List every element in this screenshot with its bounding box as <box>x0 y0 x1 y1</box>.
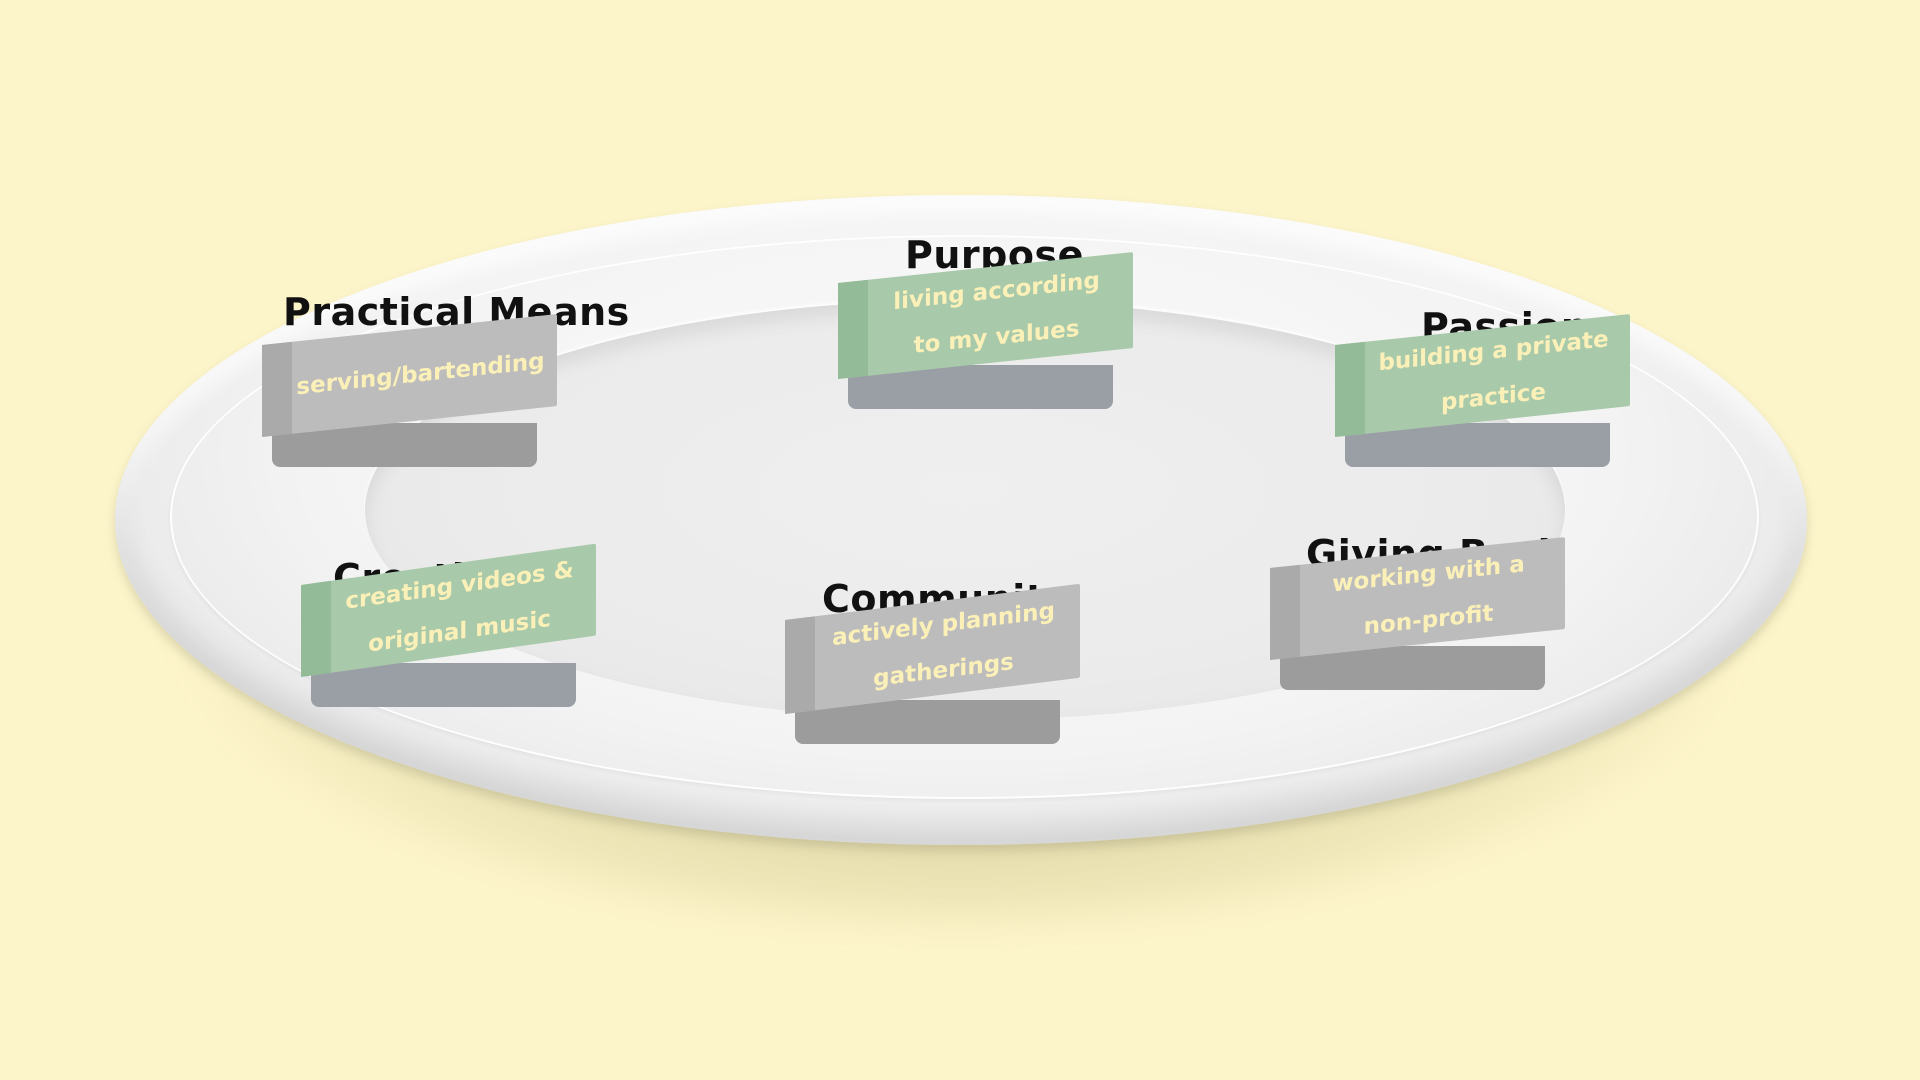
note-stripe <box>301 581 331 677</box>
note-giving-back: working with a non-profit <box>1270 568 1565 690</box>
note-passion: building a private practice <box>1335 345 1630 467</box>
note-creativity: creating videos & original music <box>301 585 596 707</box>
note-purpose: living according to my values <box>838 283 1133 409</box>
note-stripe <box>785 616 815 714</box>
note-community: actively planning gatherings <box>785 620 1080 744</box>
note-stripe <box>262 342 292 437</box>
note-stripe <box>838 280 868 379</box>
note-stripe <box>1270 565 1300 660</box>
note-text-practical-means: serving/bartending <box>296 338 544 410</box>
note-practical-means: serving/bartending <box>262 345 557 467</box>
note-stripe <box>1335 342 1365 437</box>
